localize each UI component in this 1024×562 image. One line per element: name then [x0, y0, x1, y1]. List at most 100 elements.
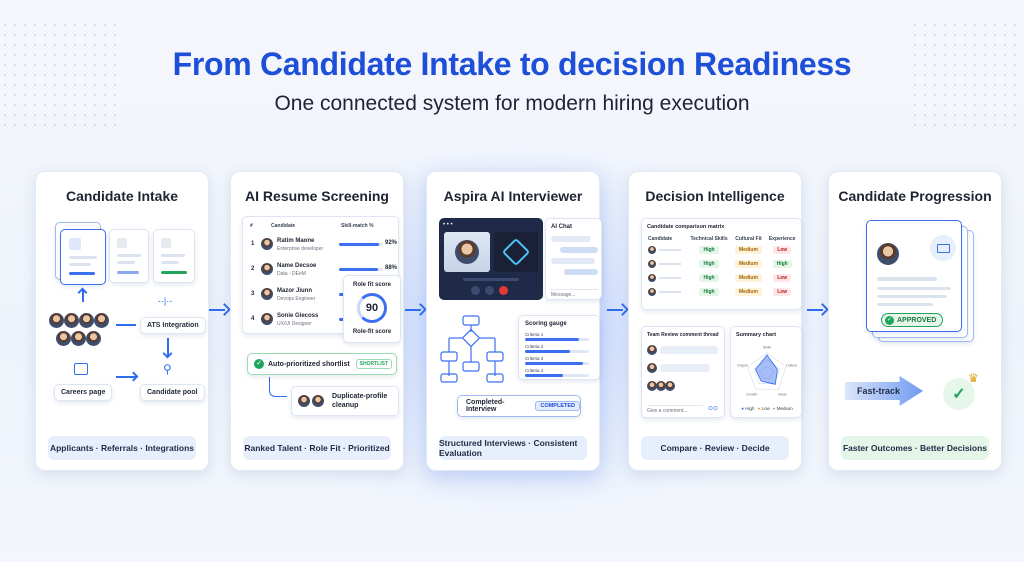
rating-badge: Medium	[735, 260, 762, 268]
completed-badge[interactable]: COMPLETED	[535, 401, 580, 411]
careers-page-icon	[74, 363, 88, 375]
candidate-name: Mazor Jiunn	[277, 288, 313, 294]
candidate-avatar	[261, 288, 273, 300]
shortlist-card: ✓ Auto-prioritized shortlist SHORTLIST	[247, 353, 397, 375]
matrix-header: Candidate	[648, 236, 673, 242]
matrix-candidate-cell	[646, 243, 687, 257]
approved-badge: ✓ APPROVED	[881, 313, 944, 327]
matrix-candidate-cell	[646, 257, 687, 271]
role-fit-value: 90	[365, 302, 379, 314]
matrix-row[interactable]: High Medium Low	[646, 243, 799, 257]
skill-match-bar	[339, 243, 379, 246]
mic-button[interactable]	[471, 286, 480, 295]
candidate-pool-icon: ⚲	[163, 362, 172, 376]
matrix-rating-cell: Medium	[732, 257, 766, 271]
radar-series	[755, 354, 778, 385]
rating-badge: High	[699, 260, 719, 268]
rating-badge: Low	[773, 274, 792, 282]
matrix-row[interactable]: High Medium Low	[646, 271, 799, 285]
ats-signal-icon: -·|·-	[157, 296, 173, 306]
criteria-label: Criteria 1	[525, 332, 544, 337]
ai-chat-panel: AI Chat Message...	[545, 218, 602, 300]
candidate-row[interactable]: 1 Ratim Maone Enterprise developer 92%	[243, 235, 400, 257]
comment-input[interactable]: Give a comment...	[647, 405, 703, 414]
candidate-role: Enterprise developer	[277, 246, 324, 252]
criteria-label: Criteria 2	[525, 344, 544, 349]
rating-badge: High	[699, 246, 719, 254]
video-call-window: • • •	[439, 218, 543, 300]
candidate-role: Devops Engineer	[277, 296, 316, 302]
careers-arrow	[116, 376, 136, 378]
matrix-rating-cell: Medium	[732, 271, 766, 285]
resume-card	[109, 229, 149, 283]
role-fit-card: Role fit score 90 Role-fit score	[343, 275, 401, 343]
panel-footer: Structured Interviews · Consistent Evalu…	[439, 436, 587, 460]
send-comment-icon[interactable]: ⊙⊙	[708, 406, 719, 412]
criteria-bar	[525, 350, 570, 353]
criteria-bar	[525, 362, 583, 365]
panel-title: Aspira AI Interviewer	[443, 188, 583, 204]
matrix-candidate-cell	[646, 271, 687, 285]
matrix-rating-cell: Low	[765, 243, 799, 257]
fast-track-arrow[interactable]: Fast-track	[845, 376, 923, 406]
panel-title: Candidate Progression	[838, 188, 992, 204]
criteria-label: Criteria 3	[525, 356, 544, 361]
rating-badge: Low	[773, 246, 792, 254]
panel-candidate-intake: Candidate Intake -·|·- ATS Integration	[35, 171, 209, 471]
criteria-label: Criteria 4	[525, 368, 544, 373]
dot-pattern-left	[0, 20, 120, 130]
page-title: From Candidate Intake to decision Readin…	[172, 46, 852, 82]
camera-button[interactable]	[485, 286, 494, 295]
panel-footer: Ranked Talent · Role Fit · Prioritized	[243, 436, 391, 460]
dot-pattern-right	[910, 20, 1024, 130]
matrix-header: Experience	[768, 236, 796, 242]
radar-grid	[747, 352, 787, 390]
matrix-header: Cultural Fit	[735, 236, 762, 242]
criteria-row: Criteria 2	[525, 344, 597, 354]
candidate-pool-label: Candidate pool	[140, 384, 205, 401]
matrix-title: Candidate comparison matrix	[647, 224, 725, 230]
panel-decision-intelligence: Decision Intelligence Candidate comparis…	[628, 171, 802, 471]
criteria-bar	[525, 338, 579, 341]
completed-label: Completed-Interview	[466, 399, 505, 413]
chat-input[interactable]: Message...	[551, 289, 598, 298]
skill-match-bar	[339, 268, 378, 271]
panel-footer: Applicants · Referrals · Integrations	[48, 436, 196, 460]
radar-axis-label: Growth	[746, 393, 757, 397]
up-arrow-head	[77, 287, 88, 298]
table-header-skill-match: Skill-match %	[341, 223, 374, 229]
check-icon: ✓	[254, 359, 264, 369]
end-call-button[interactable]	[499, 286, 508, 295]
team-review-thread: Team Review comment thread Give a commen…	[641, 326, 725, 418]
radar-axis-label: Value	[778, 393, 787, 397]
candidate-name: Ratim Maone	[277, 238, 315, 244]
radar-grid	[760, 366, 774, 379]
rating-badge: Medium	[735, 274, 762, 282]
candidate-rank: 1	[251, 241, 255, 247]
flow-arrow-1	[209, 305, 231, 315]
role-fit-caption: Role-fit score	[352, 329, 392, 335]
shortlist-badge[interactable]: SHORTLIST	[355, 359, 393, 369]
role-fit-ring: 90	[357, 293, 387, 323]
ai-chat-title: AI Chat	[551, 224, 572, 230]
radar-axis-label: Skills	[763, 346, 771, 350]
matrix-rating-cell: Medium	[732, 243, 766, 257]
shortlist-label: Auto-prioritized shortlist	[268, 360, 350, 368]
up-arrow-icon	[82, 290, 84, 302]
candidate-row[interactable]: 2 Name Decsoe Data - DEeM 88%	[243, 260, 400, 282]
legend-low: Low	[761, 406, 770, 411]
trophy-icon: ♛	[968, 371, 979, 385]
criteria-row: Criteria 4	[525, 368, 597, 378]
rating-badge: Medium	[735, 246, 762, 254]
matrix-rating-cell: High	[687, 285, 732, 299]
ats-down-arrow-head	[162, 348, 173, 359]
rating-badge: High	[699, 274, 719, 282]
criteria-row: Criteria 1	[525, 332, 597, 342]
flow-arrow-2	[405, 305, 427, 315]
candidate-video	[444, 232, 490, 272]
scoring-gauge-card: Scoring gauge Criteria 1 Criteria 2 Crit…	[518, 315, 600, 380]
